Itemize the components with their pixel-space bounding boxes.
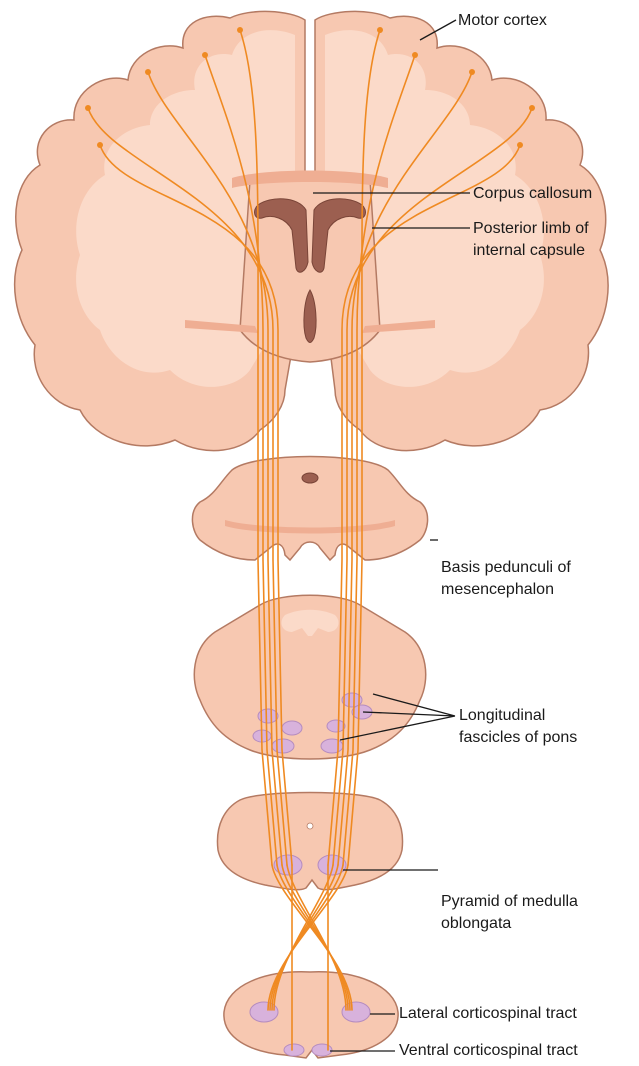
- cortical-neuron: [517, 142, 523, 148]
- label-motor-cortex: Motor cortex: [458, 10, 547, 31]
- pons-fascicle: [272, 739, 294, 753]
- pons-fascicle: [282, 721, 302, 735]
- pons-fascicle: [321, 739, 343, 753]
- cortical-neuron: [469, 69, 475, 75]
- label-pyramid-line1: Pyramid of medulla: [441, 891, 578, 912]
- mesencephalon-section: [192, 457, 427, 561]
- medulla-section: [217, 793, 402, 890]
- label-pyramid-line2: oblongata: [441, 913, 511, 934]
- pons-section: [194, 595, 425, 759]
- label-ventral-tract: Ventral corticospinal tract: [399, 1040, 578, 1061]
- central-canal: [307, 823, 313, 829]
- ventral-tract-right: [312, 1044, 332, 1056]
- cerebral-aqueduct: [302, 473, 318, 483]
- label-internal-capsule-line2: internal capsule: [473, 240, 585, 261]
- label-internal-capsule-line1: Posterior limb of: [473, 218, 589, 239]
- label-pons-line1: Longitudinal: [459, 705, 545, 726]
- spinal-cord-section: [224, 972, 398, 1058]
- ventral-tract-left: [284, 1044, 304, 1056]
- cortical-neuron: [237, 27, 243, 33]
- pons-fascicle: [327, 720, 345, 732]
- cortical-neuron: [202, 52, 208, 58]
- label-corpus-callosum: Corpus callosum: [473, 183, 592, 204]
- cortical-neuron: [412, 52, 418, 58]
- label-peduncle-line2: mesencephalon: [441, 579, 554, 600]
- cortical-neuron: [377, 27, 383, 33]
- cortical-neuron: [97, 142, 103, 148]
- label-pons-line2: fascicles of pons: [459, 727, 577, 748]
- mesencephalon: [192, 457, 427, 561]
- label-peduncle-line1: Basis pedunculi of: [441, 557, 571, 578]
- cortical-neuron: [529, 105, 535, 111]
- medulla-oblongata: [217, 793, 402, 890]
- cortical-neuron: [85, 105, 91, 111]
- cortical-neuron: [145, 69, 151, 75]
- label-lateral-tract: Lateral corticospinal tract: [399, 1003, 577, 1024]
